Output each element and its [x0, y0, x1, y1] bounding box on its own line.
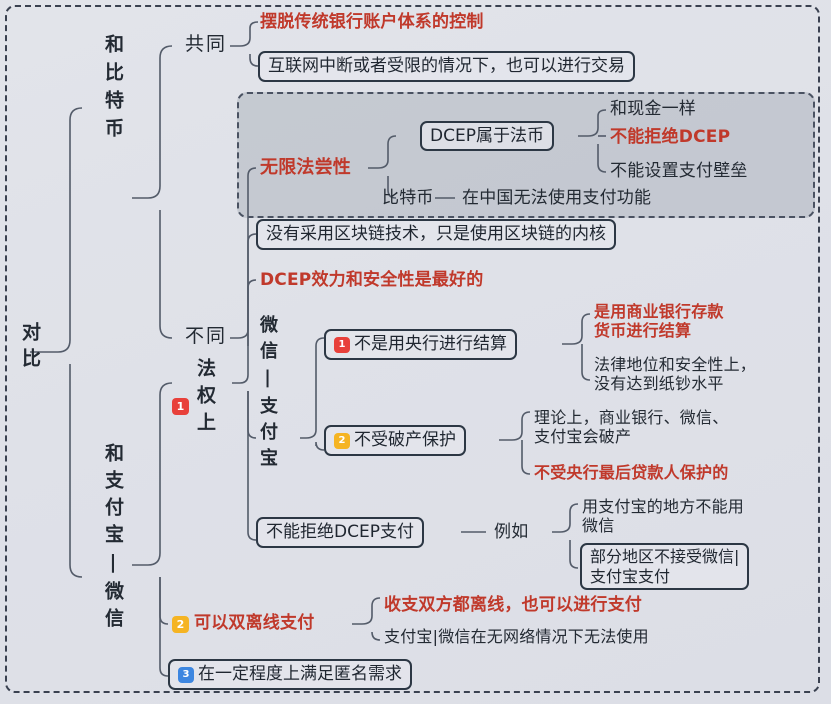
node-dcep-best[interactable]: DCEP效力和安全性是最好的 — [260, 270, 484, 290]
node-legal-rights-label[interactable]: 法权上 — [194, 358, 216, 439]
node-dual-offline-child-1[interactable]: 收支双方都离线，也可以进行支付 — [384, 595, 642, 615]
root-node-label[interactable]: 对比 — [19, 322, 41, 374]
node-dual-offline-label[interactable]: 可以双离线支付 — [194, 613, 315, 633]
node-item1-child-1[interactable]: 是用商业银行存款 货币进行结算 — [594, 302, 724, 340]
node-no-blockchain[interactable]: 没有采用区块链技术，只是使用区块链的内核 — [256, 219, 616, 250]
node-dcep-is-fiat[interactable]: DCEP属于法币 — [420, 121, 554, 151]
node-dcep-fiat-child-1[interactable]: 和现金一样 — [610, 99, 696, 119]
badge-item2: 2 — [334, 432, 350, 449]
node-dcep-fiat-child-2[interactable]: 不能拒绝DCEP — [610, 127, 731, 147]
badge-legal-rights-1: 1 — [172, 398, 189, 415]
branch-alipay-wechat-label[interactable]: 和支付宝|微信 — [102, 443, 124, 635]
branch-bitcoin-label[interactable]: 和比特币 — [102, 34, 124, 146]
node-cannot-refuse-dcep[interactable]: 不能拒绝DCEP支付 — [256, 517, 424, 548]
node-example-child-2[interactable]: 部分地区不接受微信| 支付宝支付 — [580, 543, 750, 590]
node-different-label[interactable]: 不同 — [185, 325, 228, 347]
badge-anonymous-3: 3 — [178, 666, 194, 683]
node-wechat-alipay-label[interactable]: 微信|支付宝 — [257, 315, 278, 474]
node-example-child-1[interactable]: 用支付宝的地方不能用 微信 — [582, 497, 745, 535]
node-item1-child-2[interactable]: 法律地位和安全性上， 没有达到纸钞水平 — [594, 355, 757, 393]
node-common-item-2[interactable]: 互联网中断或者受限的情况下，也可以进行交易 — [258, 51, 635, 82]
node-item2-label: 不受破产保护 — [354, 430, 456, 451]
node-bitcoin-item-child[interactable]: 在中国无法使用支付功能 — [462, 188, 652, 208]
node-dcep-fiat-child-3[interactable]: 不能设置支付壁垒 — [610, 161, 748, 181]
badge-item1: 1 — [334, 336, 350, 353]
node-unlimited-legal[interactable]: 无限法尝性 — [260, 157, 351, 178]
badge-dual-offline-2: 2 — [172, 616, 189, 633]
node-item2-child-2[interactable]: 不受央行最后贷款人保护的 — [534, 463, 729, 482]
node-anonymous-label: 在一定程度上满足匿名需求 — [198, 664, 402, 685]
node-item1-label: 不是用央行进行结算 — [354, 334, 507, 355]
node-common-item-1[interactable]: 摆脱传统银行账户体系的控制 — [260, 12, 484, 32]
node-dual-offline-child-2[interactable]: 支付宝|微信在无网络情况下无法使用 — [384, 627, 649, 646]
node-bitcoin-item[interactable]: 比特币 — [382, 188, 434, 208]
node-example-connector[interactable]: 例如 — [494, 522, 529, 542]
unlimited-legal-group-box — [237, 92, 815, 218]
node-item2-child-1[interactable]: 理论上，商业银行、微信、 支付宝会破产 — [534, 408, 729, 446]
node-common-label[interactable]: 共同 — [185, 33, 228, 55]
